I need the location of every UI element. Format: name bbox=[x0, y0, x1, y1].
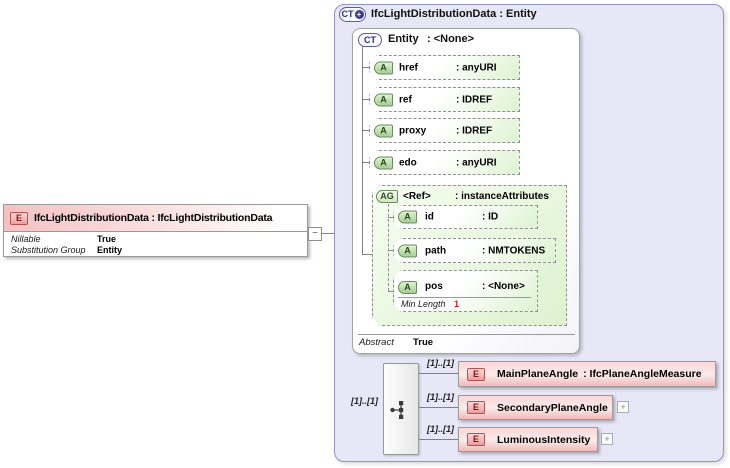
attribute-type: : IDREF bbox=[456, 94, 493, 105]
child-cardinality: [1]..[1] bbox=[427, 392, 454, 402]
attribute-icon: A bbox=[398, 244, 417, 257]
element-node-mainplaneangle[interactable]: E MainPlaneAngle : IfcPlaneAngleMeasure bbox=[458, 361, 716, 387]
collapse-icon[interactable]: − bbox=[308, 227, 322, 241]
attribute-icon: A bbox=[374, 61, 393, 74]
child-stub bbox=[419, 407, 458, 408]
complextype-expanded-icon: CT+ bbox=[339, 7, 366, 22]
child-cardinality: [1]..[1] bbox=[427, 424, 454, 434]
attribute-group-stub bbox=[388, 291, 393, 292]
root-element-node[interactable]: E IfcLightDistributionData : IfcLightDis… bbox=[3, 204, 308, 257]
facet-value: 1 bbox=[454, 299, 460, 309]
attribute-node-pos[interactable]: A pos : <None> Min Length 1 bbox=[393, 270, 538, 312]
property-label: Nillable bbox=[11, 234, 41, 244]
property-value: Entity bbox=[97, 245, 123, 255]
abstract-label: Abstract bbox=[359, 337, 394, 348]
attribute-group-trunk bbox=[388, 204, 389, 291]
attribute-node-path[interactable]: A path : NMTOKENS bbox=[393, 238, 556, 263]
attribute-name: ref bbox=[399, 94, 412, 105]
attribute-node-edo[interactable]: A edo : anyURI bbox=[369, 150, 520, 175]
child-cardinality: [1]..[1] bbox=[427, 358, 454, 368]
attribute-name: href bbox=[399, 62, 418, 73]
attribute-name: pos bbox=[425, 281, 443, 292]
element-node-luminousintensity[interactable]: E LuminousIntensity bbox=[458, 427, 598, 452]
child-stub bbox=[419, 439, 458, 440]
property-row: Substitution Group Entity bbox=[11, 245, 307, 256]
attribute-node-id[interactable]: A id : ID bbox=[393, 205, 538, 229]
sequence-icon bbox=[390, 401, 404, 419]
complextype-title: IfcLightDistributionData : Entity bbox=[371, 8, 537, 20]
element-name: LuminousIntensity bbox=[497, 433, 591, 446]
facet-divider bbox=[398, 297, 531, 298]
attribute-group-icon: AG bbox=[376, 190, 398, 203]
attribute-node-ref[interactable]: A ref : IDREF bbox=[369, 87, 520, 112]
root-element-properties: Nillable True Substitution Group Entity bbox=[4, 231, 307, 256]
complextype-icon: CT bbox=[358, 33, 382, 47]
attribute-icon: A bbox=[374, 156, 393, 169]
attribute-group-type: : instanceAttributes bbox=[455, 191, 549, 202]
plus-circle-icon: + bbox=[354, 10, 364, 19]
facet-label: Min Length bbox=[401, 299, 446, 309]
attribute-type: : ID bbox=[482, 211, 499, 223]
property-value: True bbox=[97, 234, 117, 244]
attribute-group-name: <Ref> bbox=[403, 191, 431, 202]
attribute-icon: A bbox=[398, 211, 417, 224]
connector-element-to-type bbox=[322, 233, 345, 234]
attribute-type: : anyURI bbox=[456, 62, 497, 73]
attribute-stub bbox=[362, 67, 369, 68]
element-icon: E bbox=[467, 433, 485, 446]
attribute-type: : <None> bbox=[482, 281, 525, 292]
expand-icon[interactable]: + bbox=[617, 401, 629, 413]
attribute-group-stub bbox=[362, 254, 372, 255]
attribute-stub bbox=[362, 162, 369, 163]
basetype-name: Entity bbox=[388, 33, 419, 45]
attribute-type: : IDREF bbox=[456, 125, 493, 136]
sequence-compositor[interactable] bbox=[383, 363, 419, 455]
attribute-icon: A bbox=[398, 281, 417, 294]
element-type: : IfcPlaneAngleMeasure bbox=[583, 368, 702, 380]
basetype-type: : <None> bbox=[427, 33, 475, 45]
footer-divider bbox=[358, 334, 575, 335]
attribute-icon: A bbox=[374, 124, 393, 137]
attribute-name: path bbox=[425, 245, 447, 256]
attribute-node-href[interactable]: A href : anyURI bbox=[369, 55, 520, 80]
child-stub bbox=[419, 373, 458, 374]
attribute-group-stub bbox=[388, 250, 393, 251]
element-icon: E bbox=[467, 367, 485, 381]
element-name: MainPlaneAngle bbox=[497, 368, 579, 380]
sequence-cardinality: [1]..[1] bbox=[351, 396, 378, 406]
property-label: Substitution Group bbox=[11, 245, 86, 255]
attribute-group-stub bbox=[388, 217, 393, 218]
attribute-type: : anyURI bbox=[456, 157, 497, 168]
expand-icon[interactable]: + bbox=[601, 433, 613, 445]
attribute-node-proxy[interactable]: A proxy : IDREF bbox=[369, 118, 520, 143]
element-node-secondaryplaneangle[interactable]: E SecondaryPlaneAngle bbox=[458, 395, 613, 420]
root-element-header: E IfcLightDistributionData : IfcLightDis… bbox=[4, 205, 307, 231]
abstract-value: True bbox=[413, 337, 434, 348]
property-row: Nillable True bbox=[11, 234, 307, 245]
root-element-title: IfcLightDistributionData : IfcLightDistr… bbox=[34, 212, 273, 224]
attribute-icon: A bbox=[374, 93, 393, 106]
attribute-trunk bbox=[362, 46, 363, 254]
element-icon: E bbox=[467, 401, 485, 414]
attribute-name: id bbox=[425, 211, 434, 223]
element-icon: E bbox=[10, 211, 28, 225]
attribute-type: : NMTOKENS bbox=[482, 245, 546, 256]
attribute-name: edo bbox=[399, 157, 417, 168]
attribute-stub bbox=[362, 99, 369, 100]
attribute-name: proxy bbox=[399, 125, 427, 136]
complextype-badge-label: CT bbox=[341, 9, 354, 19]
attribute-stub bbox=[362, 130, 369, 131]
element-name: SecondaryPlaneAngle bbox=[497, 401, 608, 414]
